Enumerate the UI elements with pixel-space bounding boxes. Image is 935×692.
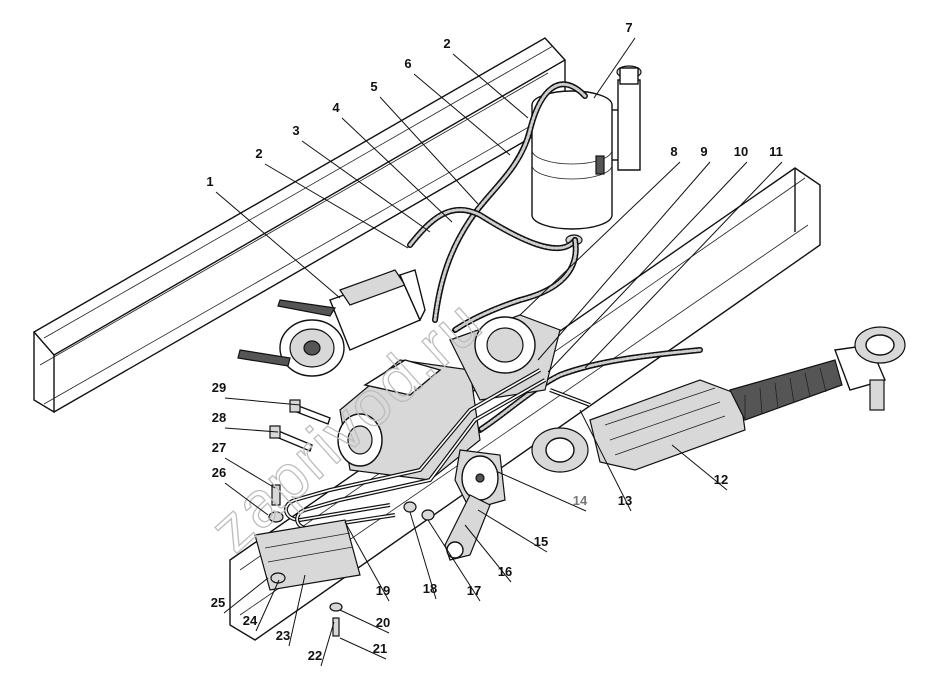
leader-line-c14	[497, 471, 587, 512]
leader-line-c22	[320, 621, 335, 667]
callout-c6: 6	[404, 56, 411, 71]
leader-line-c6	[413, 73, 511, 156]
leader-line-c9	[537, 161, 711, 361]
callout-c22: 22	[308, 648, 322, 663]
leader-line-c2b	[452, 53, 529, 119]
callout-c2b: 2	[443, 36, 450, 51]
callout-c26: 26	[212, 465, 226, 480]
leader-line-c15	[477, 509, 548, 553]
callout-c17: 17	[467, 583, 481, 598]
leader-line-c13	[579, 409, 632, 512]
leader-line-c10	[547, 161, 748, 373]
leader-line-c25	[223, 577, 269, 614]
callout-c11: 11	[769, 144, 783, 159]
leader-line-c8	[519, 161, 681, 316]
callout-c19: 19	[376, 583, 390, 598]
callout-c3: 3	[292, 123, 299, 138]
leader-line-c12	[671, 444, 728, 491]
callout-c7: 7	[625, 20, 632, 35]
steering-gear-housing	[337, 314, 561, 511]
callout-c15: 15	[534, 534, 548, 549]
ball-joint	[834, 326, 906, 411]
callout-c18: 18	[423, 581, 437, 596]
leader-line-c20	[339, 609, 390, 634]
callout-c25: 25	[211, 595, 225, 610]
leader-line-c18	[409, 511, 437, 600]
leader-line-c7	[593, 37, 636, 99]
callout-c13: 13	[618, 493, 632, 508]
callout-c8: 8	[670, 144, 677, 159]
leader-line-c29	[224, 397, 301, 406]
callout-c27: 27	[212, 440, 226, 455]
leader-line-c23	[288, 574, 306, 647]
callout-c4: 4	[332, 100, 340, 115]
leader-line-c1	[215, 191, 341, 299]
leader-line-c27	[224, 457, 276, 489]
callout-c24: 24	[243, 613, 258, 628]
leader-line-c4	[341, 117, 453, 223]
leader-line-c5	[379, 96, 479, 205]
callout-c23: 23	[276, 628, 290, 643]
leader-line-c2a	[264, 163, 409, 249]
callout-c5: 5	[370, 79, 377, 94]
callout-c14: 14	[573, 493, 588, 508]
leader-line-c26	[224, 482, 269, 516]
callout-c10: 10	[734, 144, 748, 159]
leader-line-c28	[224, 427, 279, 433]
callout-c9: 9	[700, 144, 707, 159]
callout-c12: 12	[714, 472, 728, 487]
leader-line-c16	[464, 524, 512, 583]
callout-c1: 1	[206, 174, 213, 189]
oil-reservoir	[531, 65, 642, 246]
leader-line-c3	[301, 140, 431, 233]
callout-c20: 20	[376, 615, 390, 630]
callout-c2a: 2	[255, 146, 262, 161]
leader-line-c24	[255, 579, 280, 632]
leader-line-c21	[339, 637, 387, 660]
mounting-bracket	[254, 519, 361, 591]
power-steering-pump	[237, 269, 426, 377]
hoses	[407, 81, 703, 433]
callout-c21: 21	[373, 641, 387, 656]
leader-line-c17	[427, 519, 481, 602]
leader-line-c11	[584, 161, 783, 369]
callout-c29: 29	[212, 380, 226, 395]
callout-c28: 28	[212, 410, 226, 425]
callout-c16: 16	[498, 564, 512, 579]
hydraulic-cylinder	[531, 359, 843, 473]
leader-line-c19	[344, 521, 390, 602]
